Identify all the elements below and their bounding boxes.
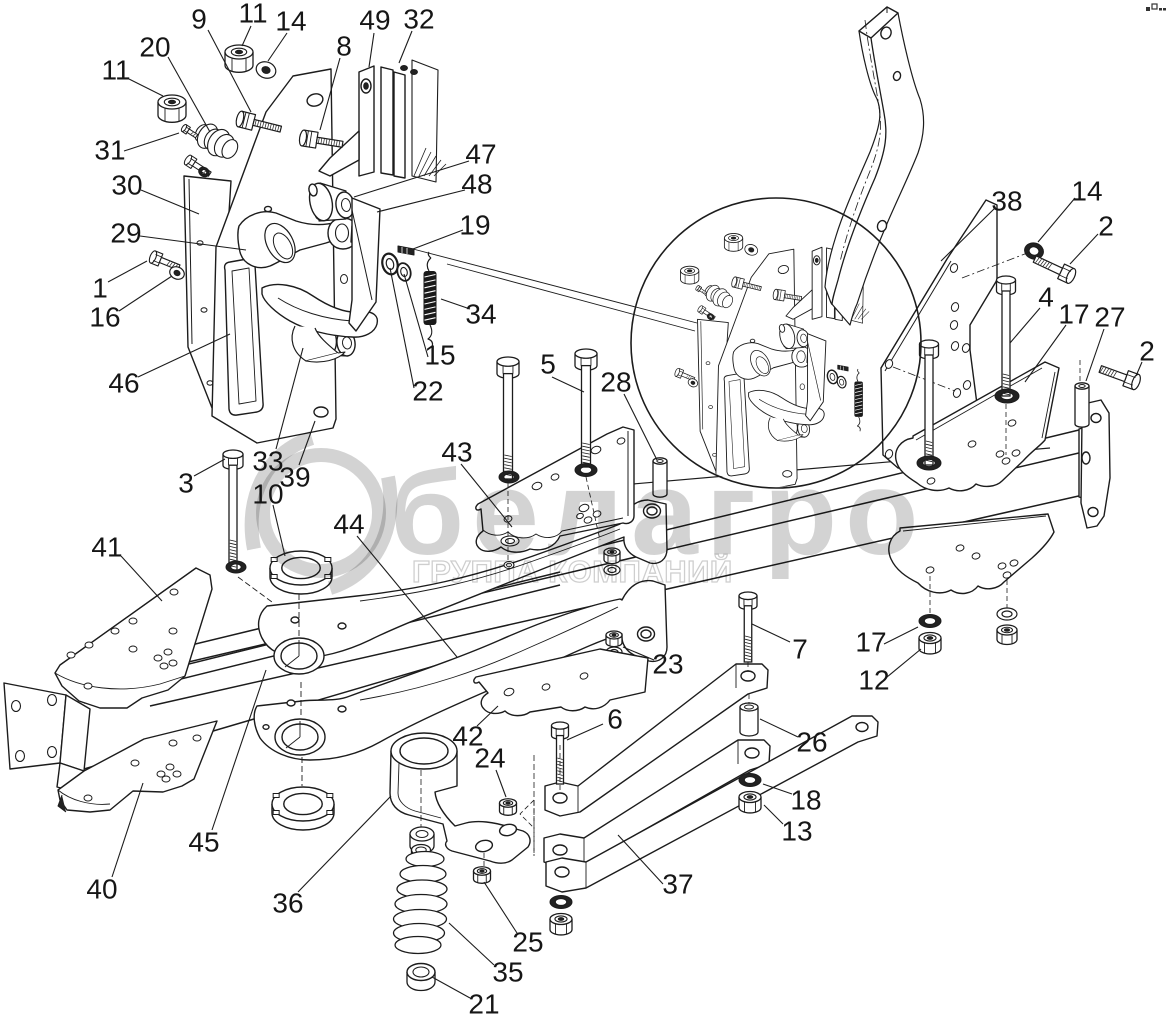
svg-text:31: 31 (94, 135, 125, 166)
svg-text:33: 33 (252, 446, 283, 477)
svg-text:10: 10 (252, 479, 283, 510)
svg-text:19: 19 (459, 210, 490, 241)
svg-text:белагро: белагро (390, 446, 926, 580)
svg-text:7: 7 (792, 634, 808, 665)
svg-text:3: 3 (178, 468, 194, 499)
svg-text:39: 39 (279, 462, 310, 493)
svg-text:41: 41 (91, 532, 122, 563)
svg-text:5: 5 (540, 349, 556, 380)
svg-text:46: 46 (108, 368, 139, 399)
svg-text:16: 16 (89, 302, 120, 333)
svg-text:18: 18 (790, 785, 821, 816)
svg-text:17: 17 (1058, 299, 1089, 330)
svg-text:32: 32 (403, 4, 434, 35)
svg-text:14: 14 (1071, 176, 1102, 207)
svg-text:11: 11 (101, 55, 130, 86)
svg-text:28: 28 (600, 367, 631, 398)
svg-text:47: 47 (465, 139, 496, 170)
svg-text:ГРУППА КОМПАНИЙ: ГРУППА КОМПАНИЙ (412, 553, 733, 589)
svg-text:35: 35 (492, 957, 523, 988)
svg-text:8: 8 (336, 31, 352, 62)
svg-text:27: 27 (1094, 302, 1125, 333)
svg-text:43: 43 (441, 437, 472, 468)
svg-text:23: 23 (652, 649, 683, 680)
svg-text:21: 21 (468, 989, 499, 1020)
svg-text:9: 9 (191, 4, 207, 35)
svg-text:22: 22 (412, 376, 443, 407)
svg-text:1: 1 (92, 273, 108, 304)
svg-text:17: 17 (855, 627, 886, 658)
svg-text:15: 15 (424, 340, 455, 371)
svg-text:30: 30 (111, 170, 142, 201)
svg-text:36: 36 (272, 888, 303, 919)
svg-text:37: 37 (662, 869, 693, 900)
svg-text:44: 44 (333, 509, 364, 540)
svg-text:49: 49 (359, 5, 390, 36)
svg-text:2: 2 (1139, 336, 1155, 367)
svg-text:42: 42 (452, 721, 483, 752)
svg-text:13: 13 (781, 816, 812, 847)
svg-text:34: 34 (465, 299, 496, 330)
svg-text:2: 2 (1098, 211, 1114, 242)
svg-text:14: 14 (275, 6, 306, 37)
svg-text:38: 38 (991, 186, 1022, 217)
svg-text:48: 48 (461, 169, 492, 200)
svg-text:24: 24 (474, 743, 505, 774)
svg-text:29: 29 (110, 218, 141, 249)
svg-text:25: 25 (512, 927, 543, 958)
svg-text:40: 40 (86, 874, 117, 905)
svg-text:4: 4 (1038, 282, 1054, 313)
svg-text:6: 6 (607, 704, 623, 735)
svg-text:11: 11 (238, 0, 267, 29)
svg-text:12: 12 (858, 665, 889, 696)
svg-text:26: 26 (796, 727, 827, 758)
svg-text:20: 20 (139, 32, 170, 63)
svg-text:45: 45 (188, 827, 219, 858)
